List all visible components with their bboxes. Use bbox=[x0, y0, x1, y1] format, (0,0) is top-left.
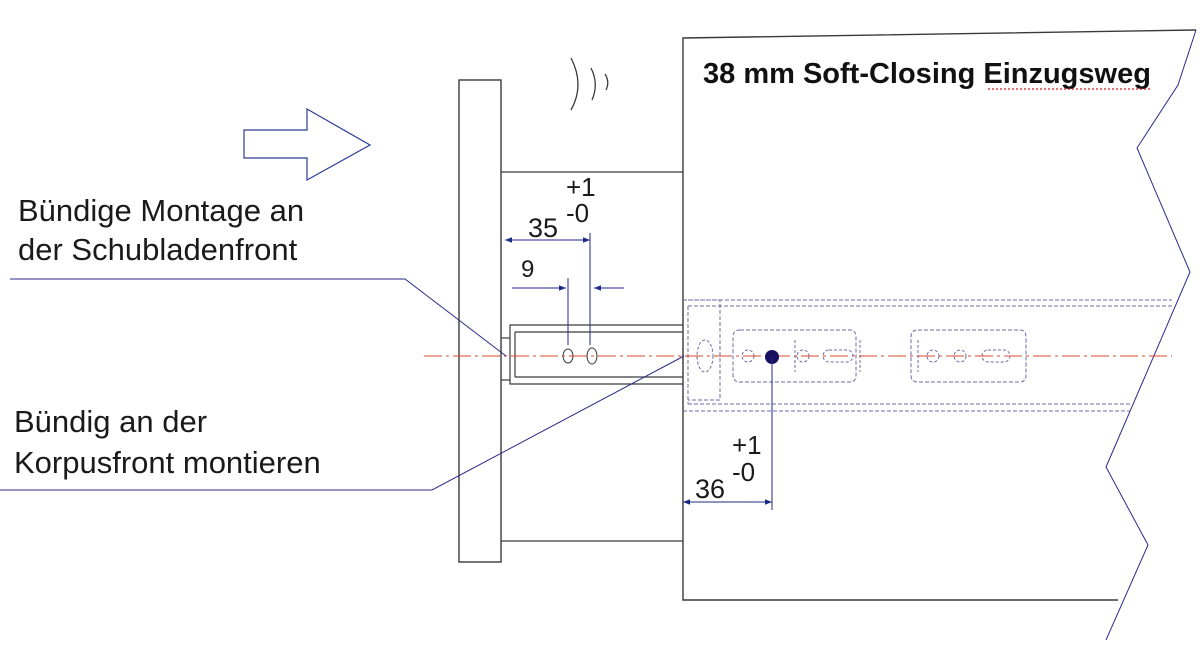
drawer-body bbox=[501, 171, 683, 542]
dimension-35 bbox=[505, 233, 591, 345]
label-front-line2: der Schubladenfront bbox=[18, 232, 298, 267]
dim-35-tol-plus: +1 bbox=[566, 172, 596, 202]
dim-36-tol-minus: -0 bbox=[732, 457, 755, 487]
label-front-line1: Bündige Montage an bbox=[18, 193, 304, 228]
sound-wave-icon bbox=[570, 57, 609, 111]
diagram-title: 38 mm Soft-Closing Einzugsweg bbox=[703, 58, 1151, 90]
dim-35-value: 35 bbox=[528, 213, 558, 243]
label-carcass-line1: Bündig an der bbox=[14, 404, 207, 439]
dimension-9 bbox=[512, 278, 624, 345]
dim-36-value: 36 bbox=[695, 474, 725, 504]
dimension-36 bbox=[683, 357, 773, 510]
dim-35-tol-minus: -0 bbox=[566, 198, 589, 228]
label-carcass-line2: Korpusfront montieren bbox=[14, 445, 321, 480]
leader-lines bbox=[0, 278, 685, 491]
dim-9-value: 9 bbox=[521, 256, 534, 283]
cabinet-slide-rail bbox=[683, 299, 1172, 412]
arrow-right-icon bbox=[243, 107, 372, 182]
drawer-front-panel bbox=[458, 79, 502, 563]
cabinet-carcass bbox=[682, 29, 1197, 641]
dim-36-tol-plus: +1 bbox=[732, 430, 762, 460]
drawer-slide-member bbox=[501, 324, 683, 385]
